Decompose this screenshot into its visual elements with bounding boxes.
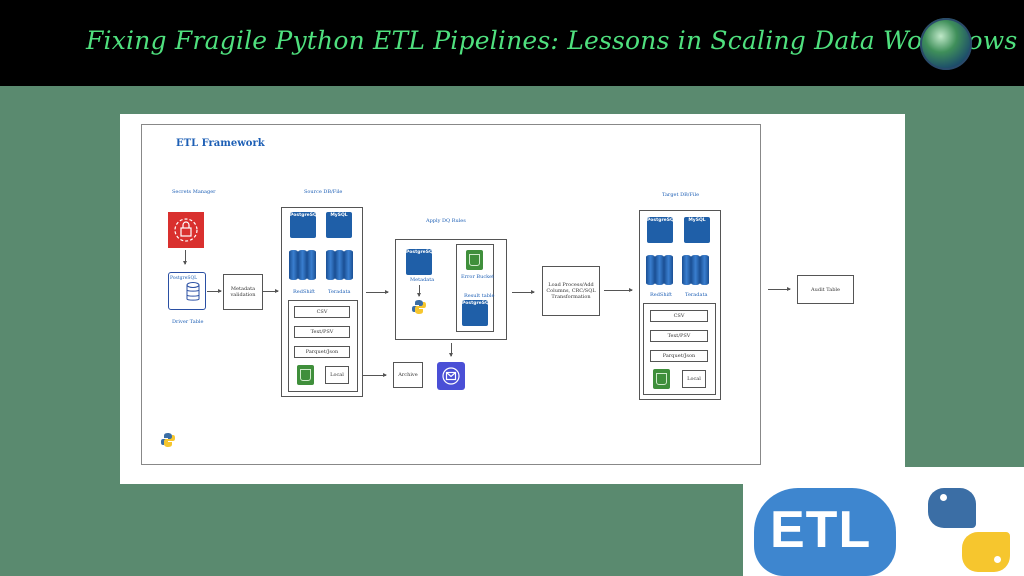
result-table-label: Result table [464,293,495,299]
source-warehouse-0: RedShift [293,289,316,295]
source-file-1: Text/PSV [294,326,350,338]
error-bucket-label: Error Bucket [461,274,495,280]
source-db-1: MySQL [326,212,352,238]
redshift-icon [298,250,307,280]
arrow-source-to-archive [362,373,387,377]
target-db-0: PostgreSQL [647,217,677,243]
arrow-secrets-to-driver [183,250,187,265]
target-warehouse-0: RedShift [650,292,673,298]
diagram-title: ETL Framework [176,138,265,149]
redshift-icon [655,255,664,285]
arrow-metadata-to-python [417,285,421,297]
target-db-1: MySQL [684,217,710,243]
redshift-icon [307,250,316,280]
dq-metadata-db: PostgreSQL [406,249,436,275]
python-logo-icon [922,484,1018,576]
load-process-box: Load Process/Add Columns, CRC/SQL Transf… [542,266,600,316]
teradata-icon [700,255,709,285]
teradata-icon [682,255,691,285]
source-db-0: PostgreSQL [290,212,320,238]
dq-title: Apply DQ Rules [426,218,466,224]
notification-icon [437,362,465,390]
source-file-2: Parquet/Json [294,346,350,358]
postgresql-label: PostgreSQL [170,276,198,281]
arrow-source-to-dq [366,290,389,294]
arrow-metadata-to-source [263,289,279,293]
secrets-manager-label: Secrets Manager [172,189,216,195]
arrow-target-to-audit [768,287,791,291]
source-title: Source DB/File [304,189,343,195]
target-warehouse-1: Teradata [685,292,708,298]
etl-logo-text: ETL [770,501,872,559]
teradata-icon [691,255,700,285]
audit-table-box: Audit Table [797,275,854,304]
target-file-1: Text/PSV [650,330,708,342]
python-small-icon [160,432,176,448]
arrow-dq-to-load [512,290,535,294]
arrow-dq-to-notify [449,343,453,357]
archive-box: Archive [393,362,423,388]
secrets-manager-icon [168,212,204,248]
etl-cloud-logo [754,488,896,576]
result-table-db: PostgreSQL [462,300,492,326]
metadata-validation-box: Metadata validation [223,274,263,310]
teradata-icon [326,250,335,280]
error-bucket-icon [466,250,483,270]
postgresql-driver-icon [168,272,206,310]
target-file-2: Parquet/Json [650,350,708,362]
source-file-0: CSV [294,306,350,318]
python-process-icon [411,299,427,315]
target-title: Target DB/File [662,192,700,198]
arrow-load-to-target [604,288,633,292]
page-title: Fixing Fragile Python ETL Pipelines: Les… [86,26,1018,55]
source-warehouse-1: Teradata [328,289,351,295]
teradata-icon [344,250,353,280]
source-local: Local [325,366,349,384]
redshift-icon [664,255,673,285]
load-process-label: Load Process/Add Columns, CRC/SQL Transf… [546,282,596,300]
redshift-icon [646,255,655,285]
dq-metadata-label: Metadata [410,277,435,283]
arrow-driver-to-metadata [207,289,222,293]
globe-icon [920,18,972,70]
target-file-0: CSV [650,310,708,322]
metadata-validation-label: Metadata validation [230,286,256,298]
driver-table-label: Driver Table [172,319,204,325]
teradata-icon [335,250,344,280]
s3-bucket-icon [653,369,670,389]
redshift-icon [289,250,298,280]
target-local: Local [682,370,706,388]
diagram-frame [141,124,761,465]
header-bar: Fixing Fragile Python ETL Pipelines: Les… [0,0,1024,86]
s3-bucket-icon [297,365,314,385]
